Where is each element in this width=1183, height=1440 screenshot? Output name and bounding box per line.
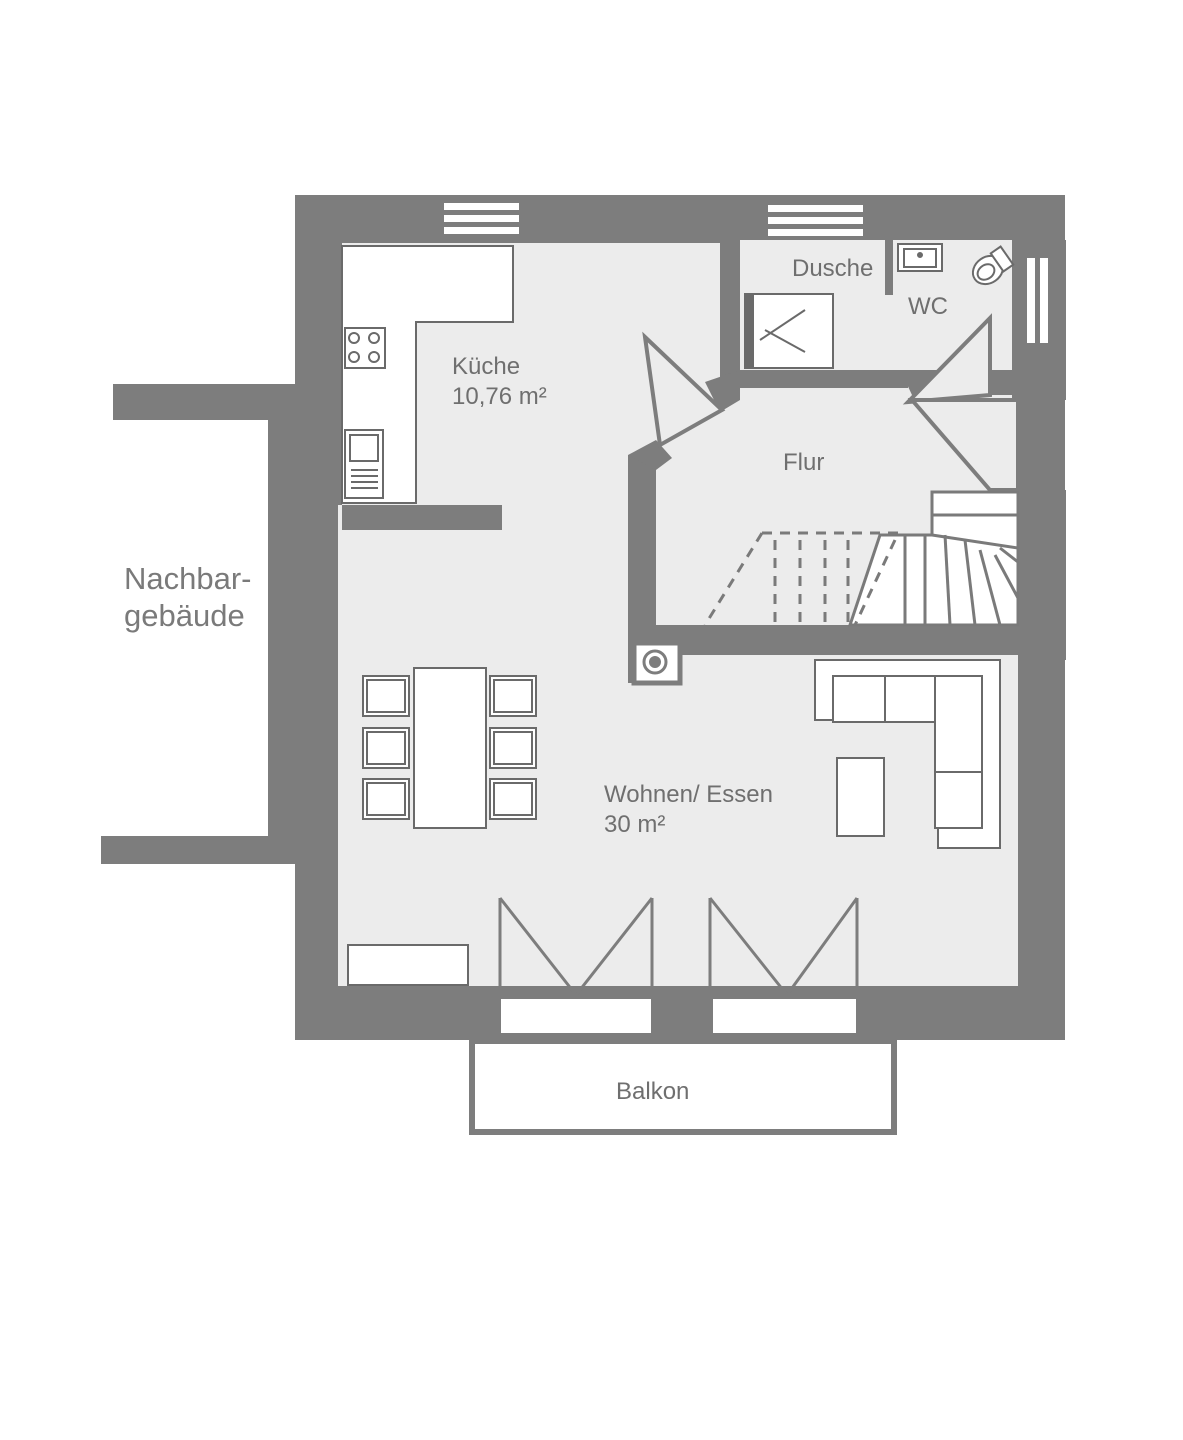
corner-sofa	[814, 659, 1001, 849]
staircase	[703, 490, 1020, 627]
dining-table	[413, 667, 487, 829]
balcony-doors	[498, 897, 859, 1035]
kitchen-counter	[341, 245, 514, 504]
living-dining-area: 30 m²	[604, 811, 666, 838]
shower-label: Dusche	[792, 255, 874, 282]
windows	[444, 203, 1048, 343]
door-swings	[642, 313, 1020, 492]
coffee-table	[836, 757, 885, 837]
balcony-label: Balkon	[616, 1078, 690, 1105]
neighbor-building-label: Nachbar- gebäude	[124, 560, 252, 634]
dining-chairs	[362, 675, 537, 820]
sideboard	[347, 944, 469, 986]
shower-tray	[744, 293, 834, 369]
neighbor-line-1: Nachbar-	[124, 561, 252, 596]
hallway-label: Flur	[783, 449, 825, 476]
neighbor-building-walls	[101, 384, 296, 864]
kitchen-label: Küche 10,76 m²	[452, 352, 547, 412]
toilet-icon	[971, 245, 1015, 286]
sink	[344, 429, 384, 499]
living-dining-label: Wohnen/ Essen 30 m²	[604, 780, 773, 840]
living-dining-name: Wohnen/ Essen	[604, 781, 773, 808]
chimney	[631, 640, 683, 686]
washbasin	[897, 243, 943, 272]
stove	[344, 327, 386, 369]
balcony	[469, 1037, 897, 1135]
wc-label: WC	[908, 293, 948, 320]
kitchen-area: 10,76 m²	[452, 383, 547, 410]
neighbor-line-2: gebäude	[124, 598, 245, 634]
kitchen-name: Küche	[452, 353, 521, 380]
